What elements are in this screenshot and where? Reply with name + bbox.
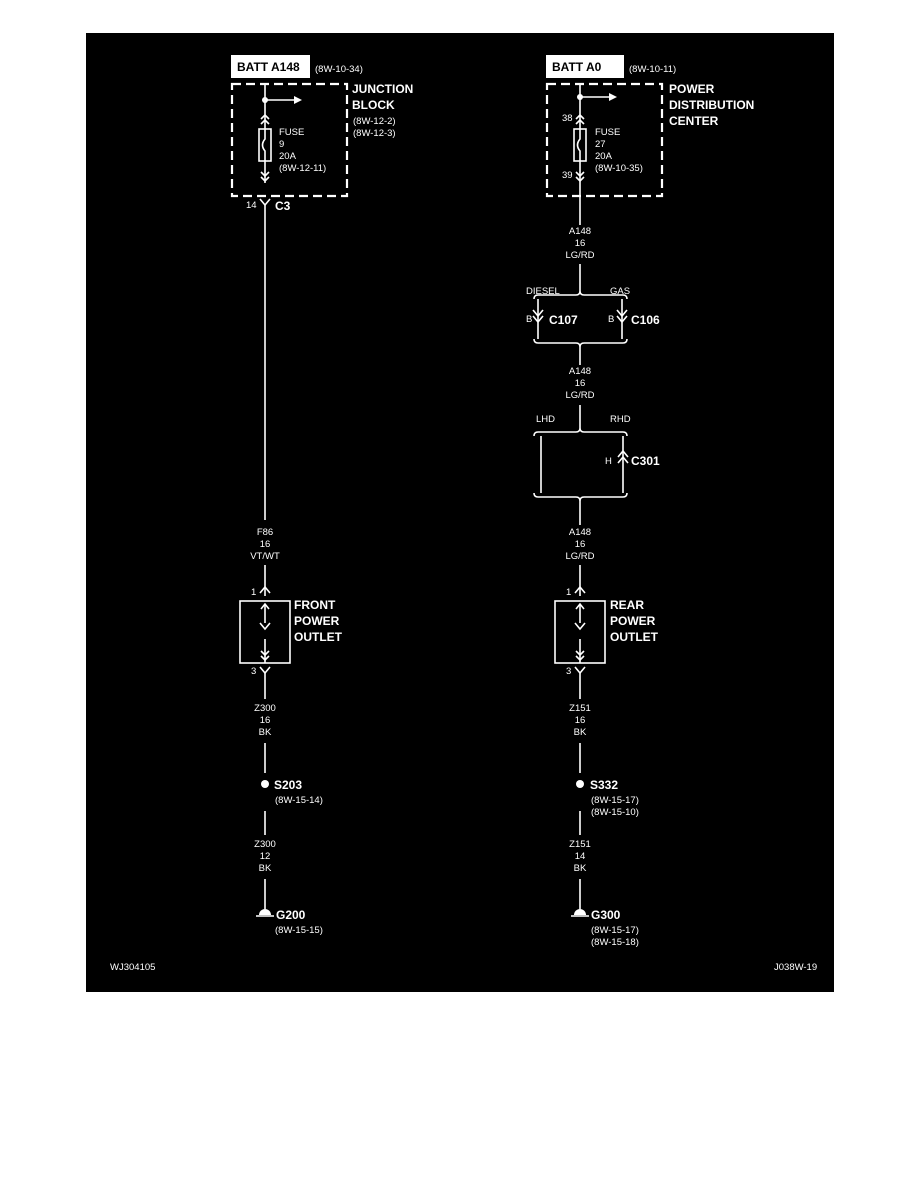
power-distribution-center-box	[545, 82, 664, 198]
footer-right-code: J038W-19	[774, 962, 817, 973]
right-wire1-color: LG/RD	[565, 250, 594, 261]
branch-rhd-label: RHD	[610, 414, 631, 425]
right-fuse-num: 27	[595, 139, 606, 150]
left-wire1-color: VT/WT	[250, 551, 280, 562]
left-batt-label: BATT A148	[237, 60, 300, 74]
left-fuse-amp: 20A	[279, 151, 297, 162]
g200-ref: (8W-15-15)	[275, 925, 323, 936]
front-outlet-pin-bottom: 3	[251, 666, 256, 677]
front-outlet-label-line1: FRONT	[294, 598, 336, 612]
c106-pin: B	[608, 314, 614, 325]
right-wire3-gauge: 16	[575, 539, 586, 550]
rear-outlet-pin-bottom: 3	[566, 666, 571, 677]
right-batt-ref: (8W-10-11)	[629, 64, 676, 75]
left-wire3-gauge: 12	[260, 851, 271, 862]
right-wire5-gauge: 14	[575, 851, 586, 862]
pdc-label-line3: CENTER	[669, 114, 719, 128]
s332-ref2: (8W-15-10)	[591, 807, 639, 818]
right-wire3-circuit: A148	[569, 527, 591, 538]
rear-outlet-label-line2: POWER	[610, 614, 656, 628]
s203-ref: (8W-15-14)	[275, 795, 323, 806]
junction-block-ref1: (8W-12-2)	[353, 116, 396, 127]
left-batt-box	[231, 55, 310, 78]
right-wire5-color: BK	[574, 863, 587, 874]
left-wire1-circuit: F86	[257, 527, 273, 538]
rear-outlet-pin-top: 1	[566, 587, 571, 598]
left-wire3-circuit: Z300	[254, 839, 276, 850]
junction-block-label-line1: JUNCTION	[352, 82, 413, 96]
c3-pin: 14	[246, 200, 257, 211]
right-fuse-pin-bottom: 39	[562, 170, 573, 181]
left-wire2-gauge: 16	[260, 715, 271, 726]
c107-connector: C107	[549, 313, 578, 327]
branch-gas-label: GAS	[610, 286, 630, 297]
front-outlet-label-line2: POWER	[294, 614, 340, 628]
right-wire5-circuit: Z151	[569, 839, 591, 850]
junction-block-label-line2: BLOCK	[352, 98, 395, 112]
c107-pin: B	[526, 314, 532, 325]
footer-left-code: WJ304105	[110, 962, 155, 973]
pdc-label-line1: POWER	[669, 82, 715, 96]
s203-label: S203	[274, 778, 302, 792]
branch-diesel-label: DIESEL	[526, 286, 560, 297]
s332-splice	[576, 780, 584, 788]
right-wire2-gauge: 16	[575, 378, 586, 389]
right-wire3-color: LG/RD	[565, 551, 594, 562]
g200-label: G200	[276, 908, 306, 922]
right-fuse-pin-top: 38	[562, 113, 573, 124]
left-fuse-label: FUSE	[279, 127, 304, 138]
rear-outlet-label-line3: OUTLET	[610, 630, 659, 644]
g200-ground-symbol	[259, 909, 271, 915]
left-circuit: BATT A148 (8W-10-34) JUNCTION BLOCK (8W-…	[230, 55, 413, 936]
c3-connector: C3	[275, 199, 291, 213]
s332-label: S332	[590, 778, 618, 792]
right-wire4-gauge: 16	[575, 715, 586, 726]
junction-block-ref2: (8W-12-3)	[353, 128, 396, 139]
left-wire1-gauge: 16	[260, 539, 271, 550]
right-circuit: BATT A0 (8W-10-11) POWER DISTRIBUTION CE…	[526, 55, 754, 948]
junction-block-box	[230, 82, 349, 198]
c301-connector: C301	[631, 454, 660, 468]
front-outlet-pin-top: 1	[251, 587, 256, 598]
left-fuse-num: 9	[279, 139, 284, 150]
right-wire1-gauge: 16	[575, 238, 586, 249]
left-batt-ref: (8W-10-34)	[315, 64, 363, 75]
c301-pin: H	[605, 456, 612, 467]
right-wire4-circuit: Z151	[569, 703, 591, 714]
c106-connector: C106	[631, 313, 660, 327]
g300-label: G300	[591, 908, 621, 922]
left-fuse-ref: (8W-12-11)	[279, 163, 326, 174]
right-fuse-amp: 20A	[595, 151, 613, 162]
pdc-label-line2: DISTRIBUTION	[669, 98, 754, 112]
right-batt-box	[546, 55, 624, 78]
right-batt-label: BATT A0	[552, 60, 602, 74]
right-wire2-circuit: A148	[569, 366, 591, 377]
right-wire4-color: BK	[574, 727, 587, 738]
front-outlet-label-line3: OUTLET	[294, 630, 343, 644]
g300-ref1: (8W-15-17)	[591, 925, 639, 936]
left-wire2-color: BK	[259, 727, 272, 738]
s203-splice	[261, 780, 269, 788]
left-wire3-color: BK	[259, 863, 272, 874]
branch-lhd-label: LHD	[536, 414, 555, 425]
g300-ref2: (8W-15-18)	[591, 937, 639, 948]
g300-ground-symbol	[574, 909, 586, 915]
right-fuse-ref: (8W-10-35)	[595, 163, 643, 174]
right-wire2-color: LG/RD	[565, 390, 594, 401]
left-wire2-circuit: Z300	[254, 703, 276, 714]
wiring-diagram: BATT A148 (8W-10-34) JUNCTION BLOCK (8W-…	[86, 33, 834, 992]
s332-ref1: (8W-15-17)	[591, 795, 639, 806]
right-wire1-circuit: A148	[569, 226, 591, 237]
rear-outlet-label-line1: REAR	[610, 598, 644, 612]
right-fuse-label: FUSE	[595, 127, 620, 138]
